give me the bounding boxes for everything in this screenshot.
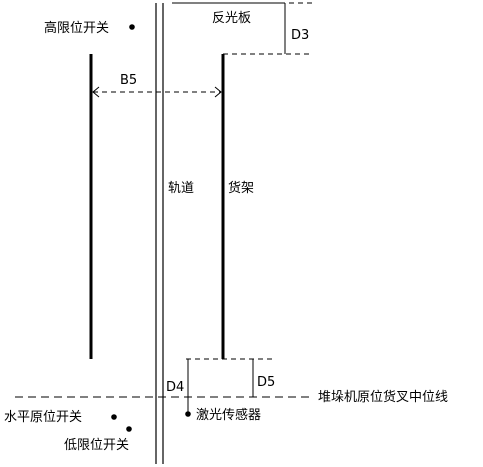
- label-d5: D5: [257, 375, 275, 390]
- label-fork-centerline: 堆垛机原位货叉中位线: [318, 389, 448, 405]
- label-d4: D4: [166, 380, 184, 395]
- high-limit-switch-dot: [129, 24, 135, 30]
- label-d3: D3: [291, 28, 309, 43]
- horizontal-home-switch-dot: [111, 414, 117, 420]
- b5-arrow-left: [92, 86, 100, 98]
- label-track: 轨道: [168, 181, 194, 196]
- label-b5: B5: [120, 73, 137, 88]
- low-limit-switch-dot: [126, 426, 132, 432]
- label-horizontal-home-switch: 水平原位开关: [4, 410, 82, 425]
- label-shelf: 货架: [228, 180, 254, 196]
- b5-arrow-right: [214, 86, 222, 98]
- laser-sensor-dot: [185, 411, 191, 417]
- label-laser-sensor: 激光传感器: [196, 407, 261, 423]
- label-low-limit-switch: 低限位开关: [64, 438, 129, 453]
- label-high-limit-switch: 高限位开关: [44, 20, 109, 36]
- label-reflector: 反光板: [212, 11, 251, 26]
